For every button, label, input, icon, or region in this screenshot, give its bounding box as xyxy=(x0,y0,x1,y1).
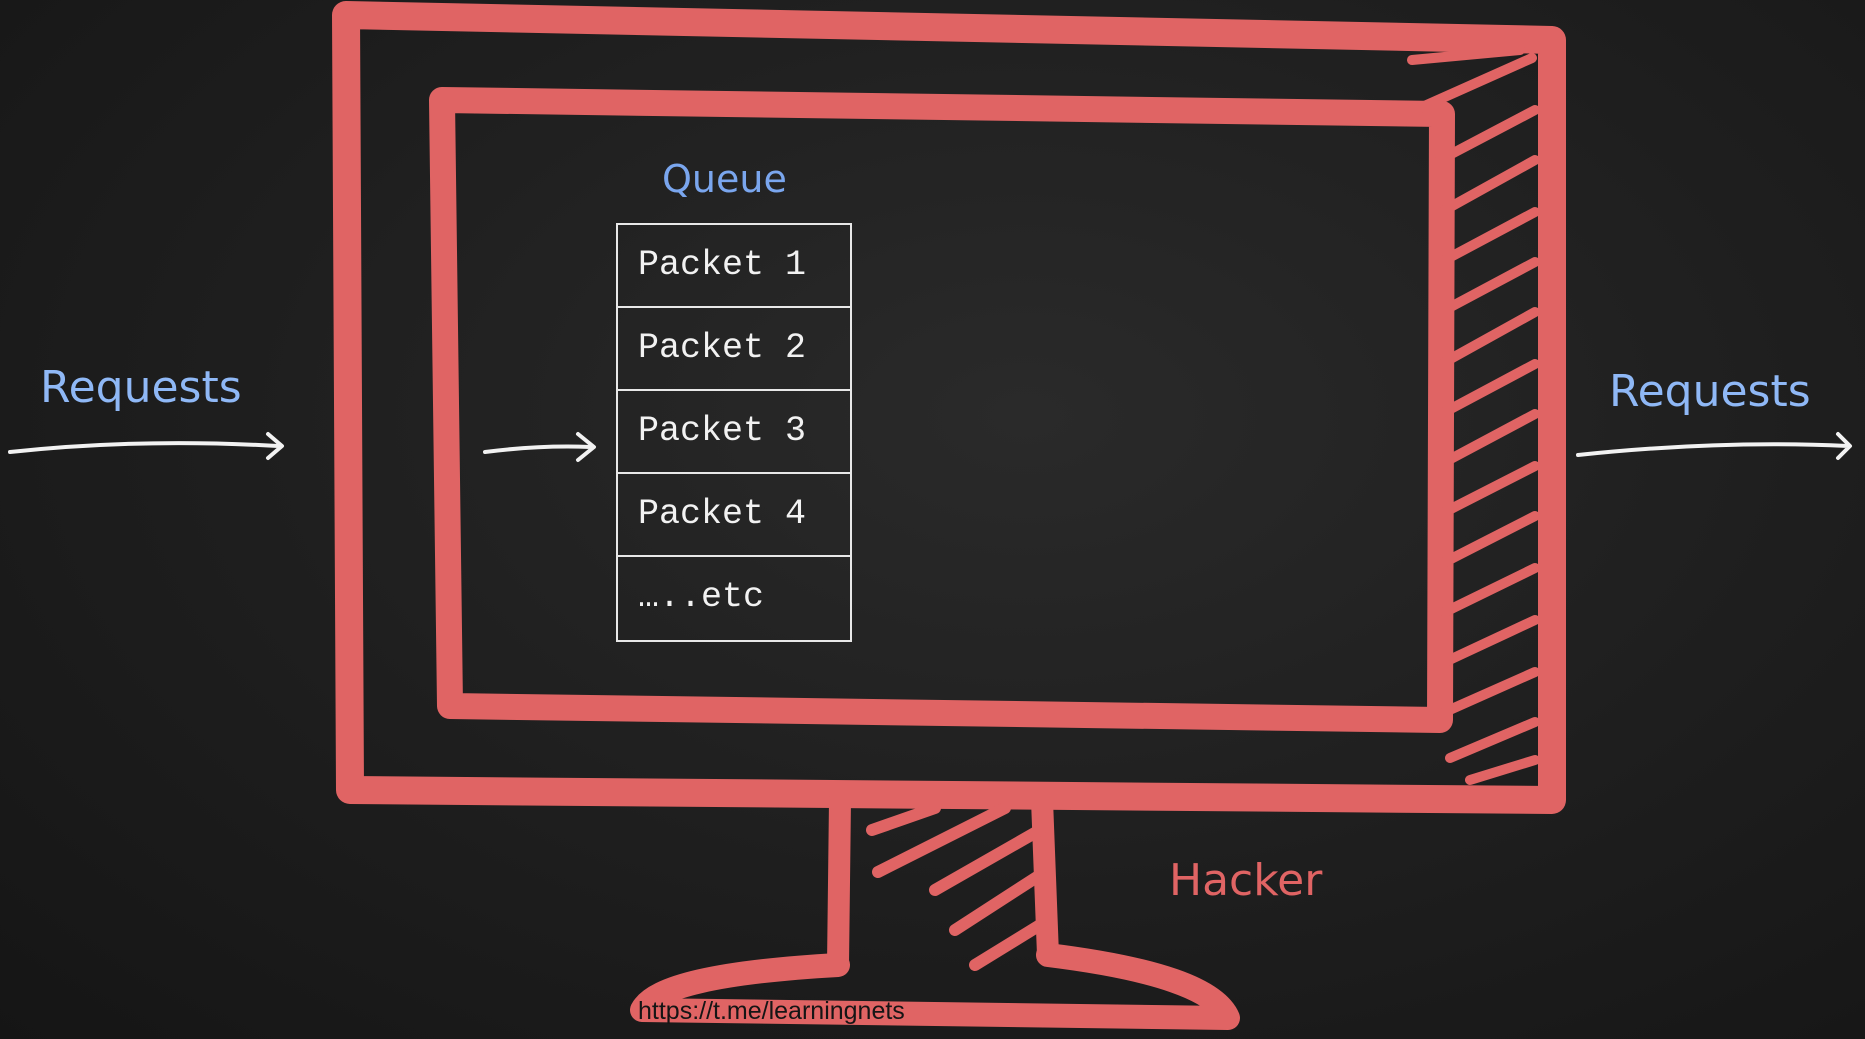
queue-title: Queue xyxy=(662,157,787,201)
queue-item: …..etc xyxy=(638,577,765,617)
monitor-screen-frame xyxy=(429,87,1455,733)
monitor-outer-frame xyxy=(332,1,1566,814)
requests-in-label: Requests xyxy=(40,362,242,413)
monitor-stand-base xyxy=(630,943,1240,1030)
queue-item: Packet 2 xyxy=(618,308,850,391)
queue-item: Packet 1 xyxy=(618,225,850,308)
requests-out-label: Requests xyxy=(1609,366,1811,417)
chalk-arrow-icon xyxy=(483,432,596,462)
chalk-arrow-icon xyxy=(1576,432,1852,460)
queue-item: Packet 4 xyxy=(618,474,850,557)
monitor-side-hatching xyxy=(1407,45,1540,785)
chalk-arrow-icon xyxy=(8,432,284,460)
hacker-label: Hacker xyxy=(1169,855,1323,906)
monitor-stand-hatching xyxy=(866,802,1046,971)
queue-table: Packet 1 Packet 2 Packet 3 Packet 4 …..e… xyxy=(616,223,852,642)
source-link[interactable]: https://t.me/learningnets xyxy=(638,997,905,1025)
queue-item: Packet 3 xyxy=(618,391,850,474)
